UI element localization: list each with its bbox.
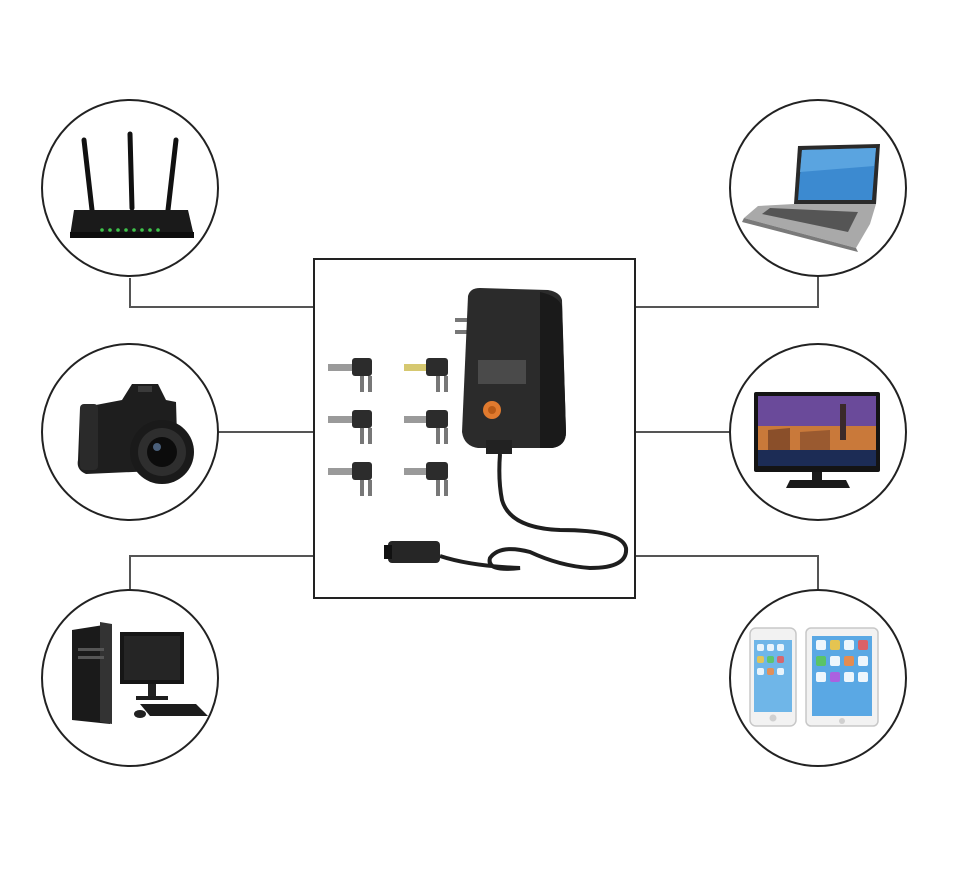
adapter-cable — [439, 453, 629, 571]
device-laptop — [729, 99, 907, 277]
device-desktop — [41, 589, 219, 767]
center-adapter-panel — [313, 258, 636, 599]
adapter-tips-icon — [328, 358, 448, 496]
line-phone-tablet — [635, 555, 819, 590]
device-monitor — [729, 343, 907, 521]
barrel-connector-icon — [388, 541, 440, 563]
line-laptop — [635, 270, 819, 308]
line-desktop — [129, 555, 314, 590]
desktop-computer-icon — [72, 622, 208, 724]
power-adapter-icon — [455, 288, 566, 454]
laptop-icon — [742, 144, 880, 252]
device-phone-tablet — [729, 589, 907, 767]
line-router — [129, 278, 314, 308]
dslr-camera-icon — [77, 384, 194, 484]
device-camera — [41, 343, 219, 521]
connector-lines — [129, 270, 819, 590]
wifi-router-icon — [70, 131, 194, 238]
device-router — [41, 99, 219, 277]
monitor-icon — [754, 392, 880, 488]
phone-tablet-icon — [749, 627, 879, 727]
